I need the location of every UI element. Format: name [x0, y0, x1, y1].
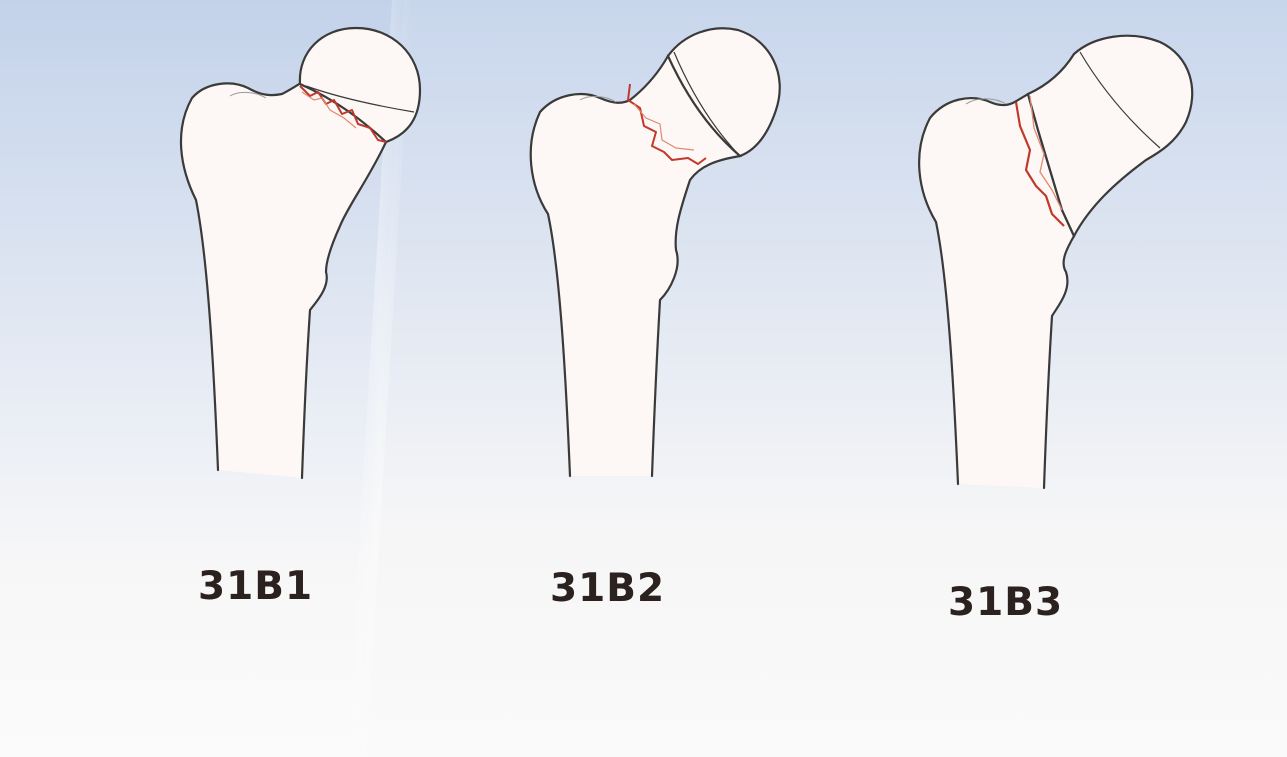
- figure-label-31b1: 31B1: [198, 564, 313, 609]
- figure-label-31b2: 31B2: [550, 566, 665, 611]
- figure-label-31b3: 31B3: [948, 580, 1063, 625]
